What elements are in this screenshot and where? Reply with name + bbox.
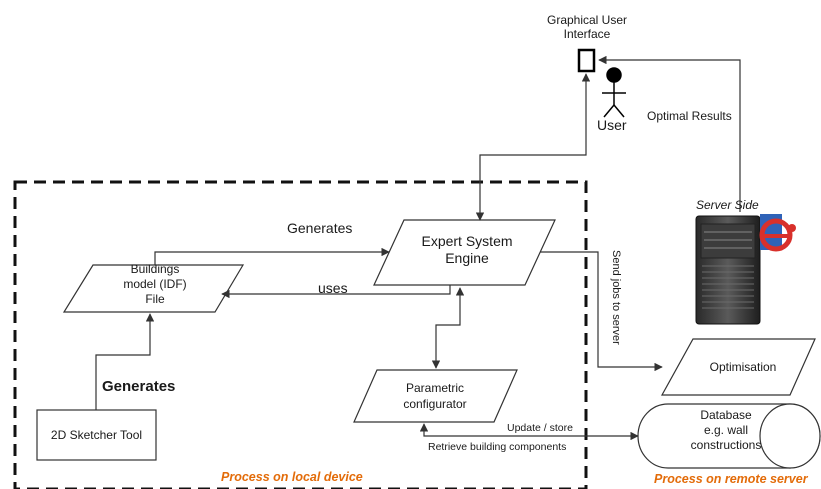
expert-system-line1: Expert System	[421, 233, 513, 249]
e-logo-icon	[759, 214, 796, 252]
local-process-label: Process on local device	[221, 470, 363, 484]
parametric-configurator-shape	[353, 369, 518, 423]
generates-bottom-label: Generates	[102, 378, 176, 395]
send-jobs-label: Send jobs to server	[610, 250, 622, 345]
parametric-line1: Parametric	[405, 381, 464, 395]
database-line1: Database	[700, 408, 752, 422]
retrieve-label: Retrieve building components	[428, 441, 567, 453]
remote-process-label: Process on remote server	[654, 472, 808, 486]
server-tower-icon	[695, 215, 761, 325]
gui-monitor-icon	[577, 48, 596, 73]
user-icon	[602, 67, 626, 118]
gui-label: Graphical User Interface	[536, 13, 638, 41]
sketcher-generates-connector	[95, 313, 155, 410]
expert-system-label: Expert System Engine	[402, 233, 532, 267]
engine-parametric-connector	[431, 287, 465, 369]
sketcher-label: 2D Sketcher Tool	[50, 428, 143, 442]
uses-label: uses	[318, 280, 348, 296]
buildings-model-line2: model (IDF)	[123, 277, 187, 291]
gui-label-line1: Graphical User	[546, 13, 628, 27]
expert-system-line2: Engine	[445, 250, 489, 266]
buildings-model-shape	[62, 264, 245, 313]
local-process-boundary	[13, 180, 588, 489]
buildings-model-line1: Buildings	[130, 262, 180, 276]
optimisation-label: Optimisation	[709, 360, 777, 374]
user-label: User	[597, 117, 627, 133]
parametric-line2: configurator	[403, 397, 467, 411]
generates-connector	[154, 247, 390, 265]
optimal-results-label: Optimal Results	[647, 109, 732, 123]
server-side-label: Server Side	[696, 198, 759, 212]
engine-gui-connector	[475, 73, 591, 221]
gui-label-line2: Interface	[563, 27, 611, 41]
parametric-label: Parametric configurator	[375, 380, 495, 412]
generates-top-label: Generates	[287, 220, 353, 236]
update-store-label: Update / store	[507, 422, 573, 434]
buildings-model-line3: File	[145, 292, 165, 306]
buildings-model-label: Buildings model (IDF) File	[100, 262, 210, 307]
database-line3: constructions	[690, 438, 762, 452]
database-label: Database e.g. wall constructions	[672, 408, 780, 453]
database-shape	[637, 403, 821, 469]
database-line2: e.g. wall	[703, 423, 749, 437]
optimisation-shape	[660, 338, 816, 396]
send-jobs-connector	[540, 251, 663, 372]
optimal-results-connector	[598, 55, 741, 212]
database-connector	[419, 423, 639, 441]
